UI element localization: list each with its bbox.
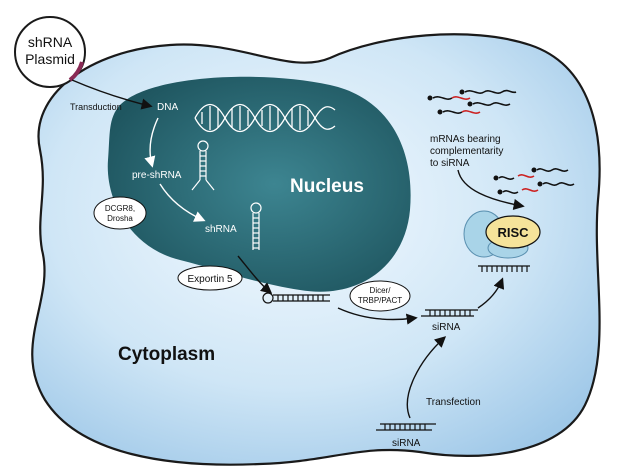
dicer-line2: TRBP/PACT: [358, 296, 402, 305]
mrna-label-line3: to siRNA: [430, 158, 470, 169]
mrna-cleaved-2: [531, 167, 569, 173]
dcgr8-line1: DCGR8,: [105, 204, 135, 213]
mrna-label-line1: mRNAs bearing: [430, 134, 501, 145]
transfection-arrow: [406, 336, 447, 419]
sirna-outer-label: siRNA: [392, 438, 421, 449]
export-arrow: [237, 255, 273, 294]
mrna-cleaved-3: [497, 188, 539, 195]
mrna-intact-4: [467, 101, 511, 107]
sirna-inner-label: siRNA: [432, 322, 461, 333]
pre-shrna-hairpin: [191, 140, 215, 191]
pre-shrna-label: pre-shRNA: [132, 170, 182, 181]
mrna-cleaved-group: [493, 167, 575, 195]
mrna-intact-2: [459, 89, 517, 95]
exportin-label: Exportin 5: [187, 274, 232, 285]
plasmid-label-line1: shRNA: [28, 34, 73, 50]
risc-complex: RISC: [463, 210, 541, 259]
nucleus-label: Nucleus: [290, 176, 364, 197]
transduction-arrow: [71, 79, 153, 110]
transduction-label: Transduction: [70, 102, 122, 112]
plasmid-label-line2: Plasmid: [25, 51, 75, 67]
transfection-label: Transfection: [426, 397, 481, 408]
mrna-targeting-arrow: [457, 169, 525, 210]
nucleus: [107, 76, 411, 292]
mrna-cleaved-4: [537, 181, 575, 187]
dcgr8-drosha-badge: DCGR8, Drosha: [93, 196, 147, 230]
exportin-5-badge: Exportin 5: [177, 265, 243, 291]
risc-label: RISC: [497, 225, 529, 240]
sirna-duplex-outer: [376, 423, 436, 431]
risc-loading-arrow: [477, 277, 505, 309]
shrna-label: shRNA: [205, 224, 237, 235]
dicer-line1: Dicer/: [370, 286, 392, 295]
mrna-label-line2: complementarity: [430, 146, 503, 157]
risc-guide-strand: [478, 265, 530, 272]
mrna-intact-group: [427, 89, 517, 115]
cytoplasm-label: Cytoplasm: [118, 344, 215, 365]
mrna-intact-1: [427, 95, 471, 101]
dna-label: DNA: [157, 102, 178, 113]
cytoplasmic-shrna: [262, 292, 330, 304]
processing-arrow: [159, 183, 206, 222]
plasmid-insert: [68, 61, 84, 82]
shrna-hairpin: [250, 202, 262, 250]
transcription-arrow: [144, 117, 159, 168]
dcgr8-line2: Drosha: [107, 214, 133, 223]
mrna-cleaved-1: [493, 174, 535, 181]
shrna-plasmid: shRNA Plasmid: [14, 16, 86, 88]
dicer-badge: Dicer/ TRBP/PACT: [349, 280, 411, 312]
sirna-duplex-inner: [421, 309, 478, 317]
dicer-arrow: [337, 307, 418, 325]
mrna-intact-3: [437, 109, 481, 115]
dna-helix: [194, 103, 336, 133]
